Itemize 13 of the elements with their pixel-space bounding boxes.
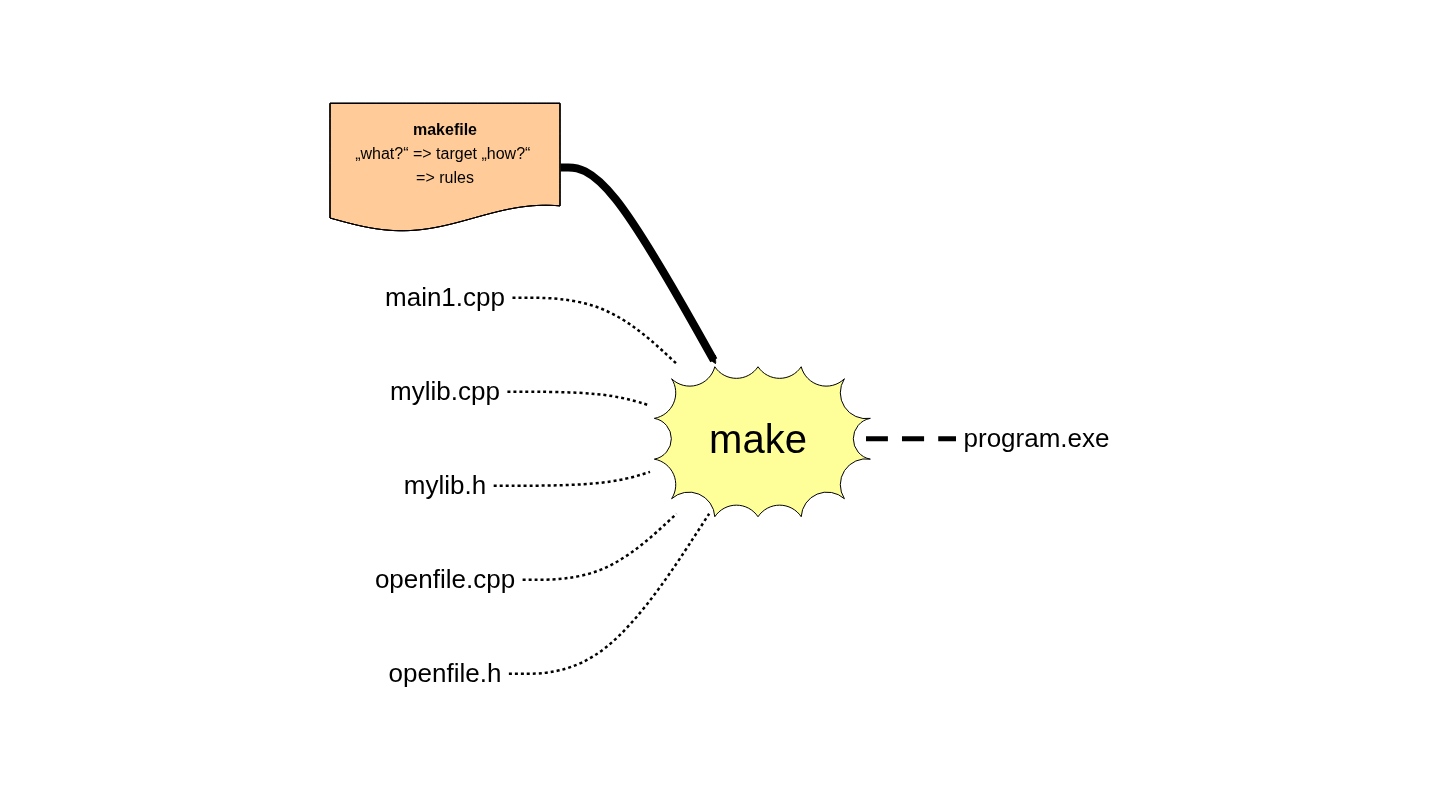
node-text: program.exe [963, 423, 1109, 454]
node-text: openfile.h [388, 658, 501, 689]
connector [522, 512, 677, 581]
connector [508, 513, 710, 675]
arrow [559, 163, 717, 365]
connector [493, 470, 650, 487]
connector [865, 436, 956, 442]
node-text: mylib.cpp [389, 376, 500, 407]
node-text: main1.cpp [384, 282, 505, 313]
node-text: mylib.h [403, 470, 486, 501]
connector [512, 296, 677, 365]
node-text: openfile.cpp [374, 564, 515, 595]
connector [506, 390, 650, 407]
